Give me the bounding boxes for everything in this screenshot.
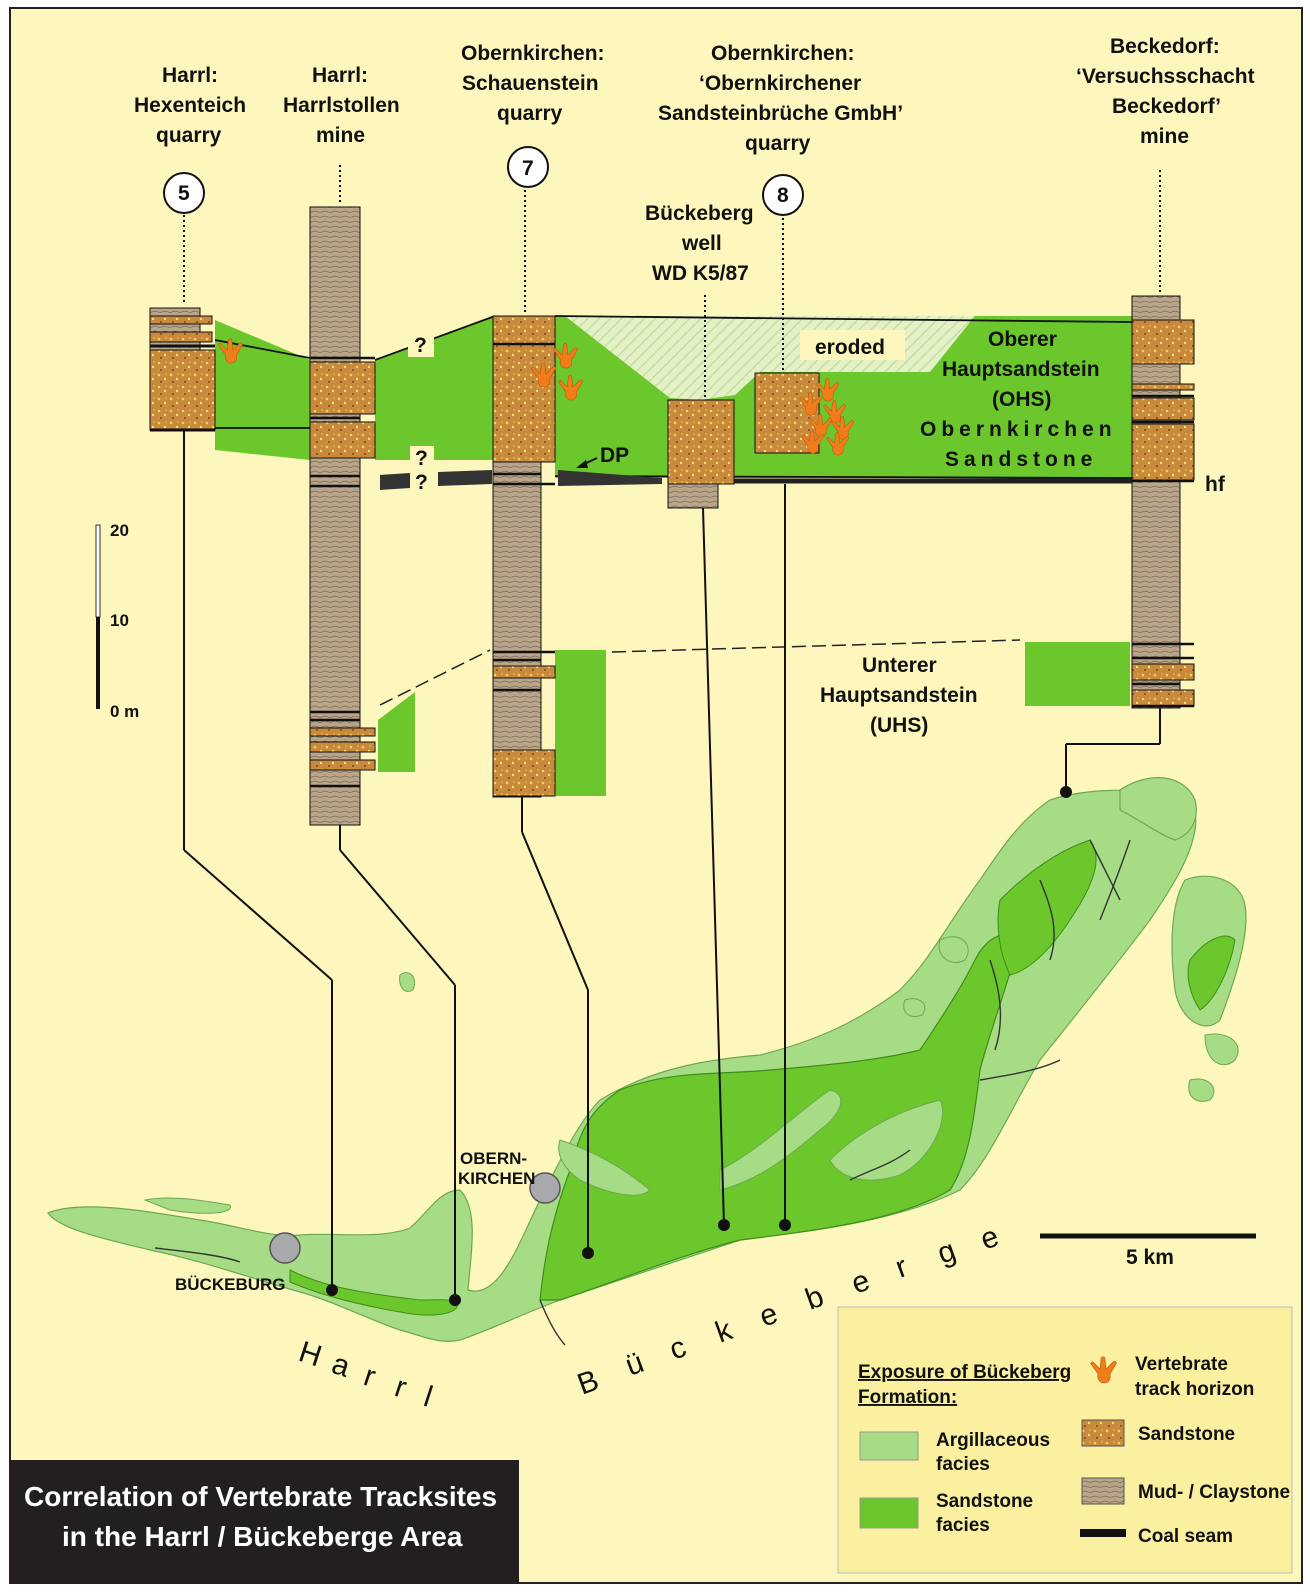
column-sandsteinbrueche-title-1: Obernkirchen: [711,42,855,65]
ohs-label-1: Oberer [988,328,1057,351]
legend-vertebrate-2: track horizon [1135,1379,1254,1400]
scale-tick-10: 10 [110,611,129,630]
column-schauenstein: Obernkirchen: Schauenstein quarry 7 [461,42,605,1259]
well-title-2: well [681,232,722,255]
column-beckedorf-title-1: Beckedorf: [1110,35,1220,58]
column-sandsteinbrueche-title-3: Sandsteinbrüche GmbH’ [658,102,903,125]
column-hexenteich-title-2: Hexenteich [134,94,246,117]
legend: Exposure of Bückeberg Formation: Argilla… [837,1306,1293,1574]
column-sandsteinbrueche-title-2: ‘Obernkirchener [699,72,861,95]
uhs-band-schauenstein [555,650,606,796]
question-mark-2: ? [415,447,428,470]
legend-sandstone: Sandstone [1138,1424,1235,1445]
well-bueckeberg: Bückeberg well WD K5/87 [645,202,754,1231]
uhs-label-3: (UHS) [870,714,928,737]
legend-coal: Coal seam [1138,1526,1233,1547]
uhs-band-harrlstollen [378,692,415,772]
column-hexenteich: Harrl: Hexenteich quarry 5 [134,64,338,1296]
scale-tick-20: 20 [110,521,129,540]
vertical-scale: 20 10 0 m [95,521,139,721]
well-title-3: WD K5/87 [652,262,749,285]
legend-mudstone: Mud- / Claystone [1138,1482,1290,1503]
column-schauenstein-title-3: quarry [497,102,563,125]
obernkirchen-sandstone-label-2: Sandstone [945,448,1097,471]
obernkirchen-town-marker [529,1172,561,1204]
map-scale-label: 5 km [1126,1246,1174,1269]
uhs-band-beckedorf [1025,642,1130,706]
column-sandsteinbrueche: Obernkirchen: ‘Obernkirchener Sandsteinb… [658,42,903,1231]
question-mark-3: ? [415,471,428,494]
column-schauenstein-number: 7 [522,157,534,180]
uhs-correlation-line-1 [379,649,491,706]
town-obernkirchen-1: OBERN- [460,1149,527,1168]
legend-sandstone-facies-1: Sandstone [936,1491,1033,1512]
column-schauenstein-title-1: Obernkirchen: [461,42,605,65]
title-box: Correlation of Vertebrate Tracksites in … [10,1460,519,1583]
uhs-label-2: Hauptsandstein [820,684,978,707]
well-title-1: Bückeberg [645,202,754,225]
legend-vertebrate-1: Vertebrate [1135,1354,1228,1375]
title-line-2: in the Harrl / Bückeberge Area [62,1521,463,1552]
eroded-label-box [800,330,905,360]
title-line-1: Correlation of Vertebrate Tracksites [24,1481,497,1512]
uhs-label-1: Unterer [862,654,937,677]
legend-heading-2: Formation: [858,1387,957,1408]
ohs-band-hexenteich [215,320,310,460]
column-schauenstein-title-2: Schauenstein [462,72,599,95]
ohs-label-3: (OHS) [992,388,1052,411]
column-sandsteinbrueche-number: 8 [777,184,789,207]
column-harrlstollen-title-1: Harrl: [312,64,368,87]
column-sandsteinbrueche-title-4: quarry [745,132,811,155]
scale-tick-0: 0 m [110,702,139,721]
column-hexenteich-title-3: quarry [156,124,222,147]
ohs-band-harrlstollen [375,316,495,460]
ohs-label-2: Hauptsandstein [942,358,1100,381]
legend-heading-1: Exposure of Bückeberg [858,1362,1071,1383]
column-harrlstollen-title-3: mine [316,124,365,147]
question-mark-1: ? [414,334,427,357]
column-beckedorf-title-2: ‘Versuchsschacht [1076,65,1255,88]
town-bueckeburg: BÜCKEBURG [175,1275,286,1294]
town-obernkirchen-2: KIRCHEN [458,1169,535,1188]
geological-map: OBERN- KIRCHEN BÜCKEBURG H a r r l B ü c… [47,777,1256,1414]
dp-label: DP [600,444,629,467]
obernkirchen-sandstone-label-1: Obernkirchen [920,418,1117,441]
legend-argillaceous-1: Argillaceous [936,1430,1050,1451]
hf-label: hf [1205,473,1226,496]
correlation-panel: eroded DP hf ? ? ? Oberer Ha [95,35,1255,1306]
column-beckedorf: Beckedorf: ‘Versuchsschacht Beckedorf’ m… [1060,35,1255,798]
column-hexenteich-number: 5 [178,182,190,205]
legend-argillaceous-2: facies [936,1454,990,1475]
legend-sandstone-facies-2: facies [936,1515,990,1536]
uhs-correlation-line-2 [611,639,1021,653]
column-harrlstollen-title-2: Harrlstollen [283,94,400,117]
column-beckedorf-title-3: Beckedorf’ [1112,95,1221,118]
column-hexenteich-title-1: Harrl: [162,64,218,87]
eroded-label: eroded [815,336,885,359]
column-harrlstollen: Harrl: Harrlstollen mine [283,64,461,1306]
bueckeburg-town-marker [269,1232,301,1264]
column-beckedorf-title-4: mine [1140,125,1189,148]
